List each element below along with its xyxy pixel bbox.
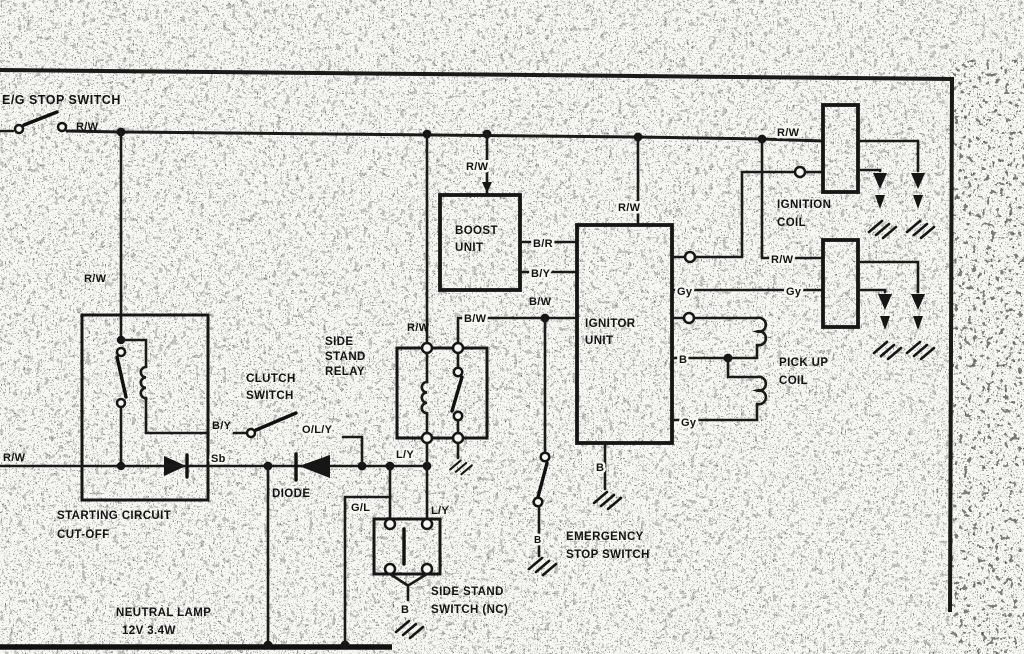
emergency-label-1: EMERGENCY: [566, 531, 644, 543]
relay-label-2: STAND: [325, 351, 366, 363]
diode-label: DIODE: [272, 488, 310, 500]
main-lower-wire: R/W Sb: [0, 451, 432, 471]
relay-label-3: RELAY: [325, 366, 365, 378]
ignitor-label-1: IGNITOR: [585, 318, 636, 330]
wire-label-gy: Gy: [677, 286, 693, 298]
pickup-coil-label-1: PICK UP: [779, 357, 828, 369]
clutch-switch-label-2: SWITCH: [246, 390, 294, 402]
wire-label-rw: R/W: [407, 322, 430, 334]
wire-label-rw: R/W: [777, 127, 800, 139]
stand-switch-label-2: SWITCH (NC): [431, 604, 508, 616]
ignition-coil-label-1: IGNITION: [777, 199, 831, 211]
emergency-label-2: STOP SWITCH: [566, 549, 650, 561]
neutral-lamp-label-2: 12V 3.4W: [122, 625, 176, 637]
wire-label-gy: Gy: [681, 417, 697, 429]
neutral-lamp-label-1: NEUTRAL LAMP: [116, 607, 211, 619]
stand-switch-label-1: SIDE STAND: [431, 586, 504, 598]
ignitor-unit: R/W IGNITOR UNIT B Gy Gy B Gy: [575, 135, 825, 511]
wire-label-gl: G/L: [351, 502, 370, 514]
starting-circuit-cutoff: STARTING CIRCUIT CUT-OFF: [57, 313, 210, 541]
side-stand-relay: R/W SIDE STAND RELAY L/Y L/Y B/W B/W: [325, 132, 579, 521]
wire-label-br: B/R: [533, 238, 553, 250]
clutch-switch-label-1: CLUTCH: [246, 373, 296, 385]
wire-label-rw: R/W: [771, 254, 794, 266]
diode: DIODE: [272, 452, 330, 500]
wire-label-b: B: [401, 604, 409, 616]
ignition-coil-2: R/W: [760, 137, 936, 361]
eg-stop-switch-label: E/G STOP SWITCH: [2, 93, 121, 107]
relay-label-1: SIDE: [325, 336, 353, 348]
wire-label-bw: B/W: [529, 296, 552, 308]
ignition-coil-1: R/W IGNITION COIL: [775, 103, 936, 240]
wire-label-rw: R/W: [84, 273, 107, 285]
ignition-coil-label-2: COIL: [777, 217, 806, 229]
boost-unit: R/W BOOST UNIT B/R B/Y: [438, 132, 579, 292]
wire-label-by: B/Y: [531, 268, 551, 280]
wire-label-sb: Sb: [211, 453, 226, 465]
wire-label-b: B: [679, 354, 687, 366]
neutral-lamp-branch: NEUTRAL LAMP 12V 3.4W: [116, 464, 350, 650]
cutoff-label-1: STARTING CIRCUIT: [57, 510, 171, 522]
boost-unit-label-1: BOOST: [455, 225, 498, 237]
wire-label-gy: Gy: [786, 286, 802, 298]
side-stand-switch: G/L B SIDE STAND SWITCH (NC): [343, 464, 508, 647]
wire-label-by: B/Y: [212, 420, 232, 432]
boost-unit-label-2: UNIT: [455, 242, 483, 254]
wire-label-ly: L/Y: [396, 449, 414, 461]
wire-label-rw: R/W: [466, 161, 489, 173]
scan-noise-right-edge: [952, 60, 1024, 654]
cutoff-label-2: CUT-OFF: [57, 529, 110, 541]
clutch-switch: B/Y O/L/Y CLUTCH SWITCH: [212, 373, 364, 468]
wire-label-oly: O/L/Y: [302, 424, 333, 436]
eg-stop-switch: E/G STOP SWITCH R/W: [0, 93, 121, 135]
pickup-coil-label-2: COIL: [779, 375, 808, 387]
wire-label-b: B: [534, 535, 541, 546]
emergency-stop-switch: B EMERGENCY STOP SWITCH: [527, 316, 650, 577]
ignitor-label-2: UNIT: [585, 335, 613, 347]
wire-label-bw: B/W: [464, 313, 487, 325]
wire-label-ly: L/Y: [431, 505, 449, 517]
pickup-coil: PICK UP COIL: [726, 316, 828, 422]
wire-label-rw: R/W: [3, 452, 26, 464]
wire-label-rw: R/W: [618, 202, 641, 214]
wire-label-b: B: [596, 462, 604, 474]
diagram-border: [0, 68, 955, 650]
